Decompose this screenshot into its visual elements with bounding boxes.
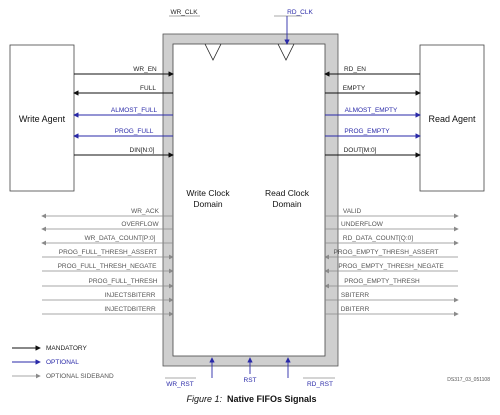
write-domain-line1: Write Clock — [186, 188, 230, 198]
write-agent-label: Write Agent — [19, 114, 66, 124]
legend-sideband-label: OPTIONAL SIDEBAND — [46, 373, 114, 380]
sbiterr-label: SBITERR — [341, 292, 369, 299]
rd-clock-triangle — [277, 43, 295, 61]
wr-clk-label: WR_CLK — [170, 9, 198, 16]
valid-label: VALID — [343, 208, 362, 215]
underflow-label: UNDERFLOW — [341, 221, 384, 228]
empty-label: EMPTY — [343, 85, 366, 92]
write-domain-line2: Domain — [193, 199, 223, 209]
prog-full-thresh-assert-label: PROG_FULL_THRESH_ASSERT — [59, 249, 158, 256]
rst-label: RST — [244, 377, 257, 384]
prog-empty-label: PROG_EMPTY — [344, 128, 390, 135]
overflow-label: OVERFLOW — [121, 221, 159, 228]
prog-full-thresh-label: PROG_FULL_THRESH — [89, 278, 158, 285]
read-agent-box — [419, 44, 485, 192]
wr-clock-triangle — [204, 43, 222, 61]
rd-rst-label: RD_RST — [307, 381, 333, 388]
caption-title: Native FIFOs Signals — [227, 394, 317, 404]
read-domain-line1: Read Clock — [265, 188, 310, 198]
rd-clk-label: RD_CLK — [287, 9, 313, 16]
legend-optional-label: OPTIONAL — [46, 359, 79, 366]
legend-mandatory-label: MANDATORY — [46, 345, 87, 352]
dbiterr-label: DBITERR — [341, 306, 370, 313]
din-label: DIN[N:0] — [130, 147, 155, 154]
read-agent-label: Read Agent — [428, 114, 476, 124]
read-domain-line2: Domain — [272, 199, 302, 209]
rd-en-label: RD_EN — [344, 66, 366, 73]
caption-label: Figure 1: — [186, 394, 222, 404]
almost-full-label: ALMOST_FULL — [111, 107, 158, 114]
rd-data-count-label: RD_DATA_COUNT[Q:0] — [343, 235, 413, 242]
wr-rst-label: WR_RST — [166, 381, 193, 388]
prog-empty-thresh-label: PROG_EMPTY_THRESH — [344, 278, 420, 285]
write-agent-box — [9, 44, 75, 192]
prog-full-thresh-negate-label: PROG_FULL_THRESH_NEGATE — [58, 263, 158, 270]
injectdbiterr-label: INJECTDBITERR — [104, 306, 156, 313]
wr-en-label: WR_EN — [133, 66, 157, 73]
dout-label: DOUT[M:0] — [344, 147, 377, 154]
wr-data-count-label: WR_DATA_COUNT[P:0] — [85, 235, 156, 242]
figure-id: DS317_03_051108 — [447, 377, 490, 383]
prog-empty-thresh-assert-label: PROG_EMPTY_THRESH_ASSERT — [334, 249, 439, 256]
injectsbiterr-label: INJECTSBITERR — [105, 292, 156, 299]
almost-empty-label: ALMOST_EMPTY — [345, 107, 398, 114]
fifo-core — [172, 43, 326, 357]
prog-empty-thresh-negate-label: PROG_EMPTY_THRESH_NEGATE — [338, 263, 444, 270]
wr-ack-label: WR_ACK — [131, 208, 159, 215]
full-label: FULL — [140, 85, 156, 92]
prog-full-label: PROG_FULL — [115, 128, 154, 135]
